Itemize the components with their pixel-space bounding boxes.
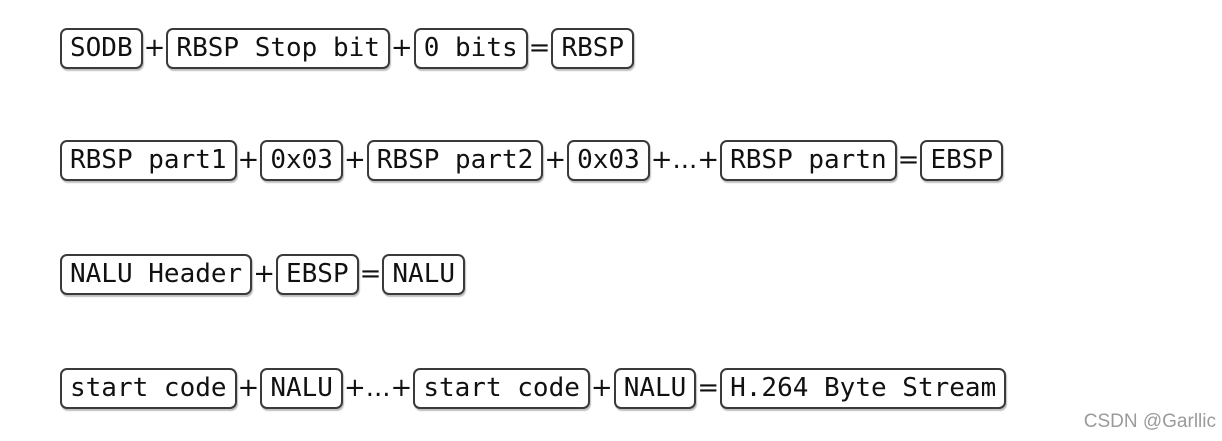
term-box: RBSP Stop bit bbox=[166, 27, 390, 69]
operator-symbol: = bbox=[897, 145, 920, 175]
term-box: H.264 Byte Stream bbox=[720, 367, 1007, 409]
operator-symbol: + bbox=[343, 145, 366, 175]
term-box: NALU bbox=[382, 253, 466, 295]
operator-symbol: + bbox=[237, 145, 260, 175]
operator-symbol: + bbox=[143, 33, 166, 63]
term-box: 0x03 bbox=[260, 139, 343, 181]
equation-row-rbsp: SODB+RBSP Stop bit+0 bits=RBSP bbox=[60, 26, 635, 70]
operator-symbol: + bbox=[253, 259, 275, 289]
equation-row-byte-stream: start code+NALU+...+start code+NALU=H.26… bbox=[60, 366, 1007, 410]
equation-row-ebsp: RBSP part1+0x03+RBSP part2+0x03+...+RBSP… bbox=[60, 138, 1004, 182]
term-box: start code bbox=[413, 367, 590, 409]
operator-symbol: + bbox=[544, 145, 567, 175]
operator-symbol: +...+ bbox=[650, 145, 720, 175]
operator-symbol: +...+ bbox=[343, 373, 413, 403]
term-box: NALU bbox=[260, 367, 343, 409]
operator-symbol: = bbox=[359, 259, 382, 289]
term-box: NALU Header bbox=[60, 253, 253, 295]
term-box: RBSP part2 bbox=[366, 139, 544, 181]
watermark-text: CSDN @Garllic bbox=[1083, 411, 1216, 432]
term-box: EBSP bbox=[275, 253, 359, 295]
term-box: RBSP partn bbox=[720, 139, 897, 181]
term-box: RBSP part1 bbox=[60, 139, 237, 181]
operator-symbol: + bbox=[390, 33, 413, 63]
operator-symbol: = bbox=[697, 373, 720, 403]
operator-symbol: = bbox=[528, 33, 551, 63]
equation-row-nalu: NALU Header+EBSP=NALU bbox=[60, 252, 466, 296]
term-box: SODB bbox=[60, 27, 143, 69]
term-box: RBSP bbox=[551, 27, 635, 69]
term-box: start code bbox=[60, 367, 237, 409]
term-box: NALU bbox=[613, 367, 697, 409]
term-box: 0x03 bbox=[567, 139, 650, 181]
operator-symbol: + bbox=[237, 373, 260, 403]
term-box: 0 bits bbox=[413, 27, 528, 69]
term-box: EBSP bbox=[920, 139, 1004, 181]
operator-symbol: + bbox=[590, 373, 613, 403]
